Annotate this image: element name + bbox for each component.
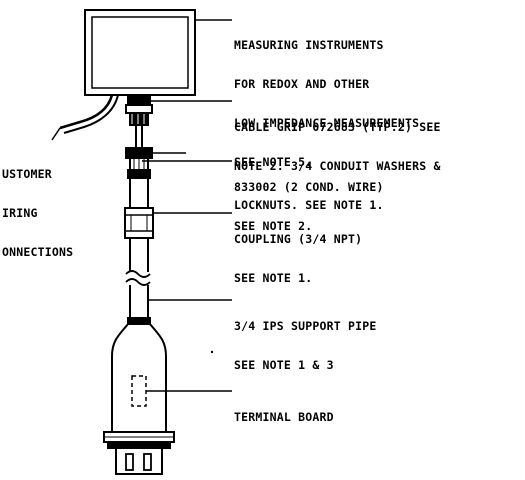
callout-line: LOW IMPEDANCE MEASUREMENTS [234, 116, 420, 130]
wire-callout: 833002 (2 COND. WIRE) SEE NOTE 2. [234, 155, 384, 259]
customer-wiring-cable-2 [63, 94, 119, 134]
callout-line: SEE NOTE 5. [234, 155, 313, 169]
sensor-body [111, 323, 167, 433]
callout-line: MEASURING INSTRUMENTS [234, 38, 384, 52]
pipe-break-lower [125, 278, 151, 286]
callout-line: CABLE GRIP 072683 (TYP.2) SEE [234, 120, 441, 134]
customer-wiring-callout: USTOMER IRING ONNECTIONS [2, 142, 73, 285]
sensor-tip [115, 447, 163, 475]
cable-grip-callout: CABLE GRIP 072683 (TYP.2) SEE NOTE 2. 3/… [234, 95, 441, 238]
instrument-box [84, 9, 196, 96]
coupling-callout: COUPLING (3/4 NPT) SEE NOTE 1. [234, 207, 362, 311]
callout-line: SEE NOTE 1. [234, 271, 313, 285]
upper-cable-grip [125, 94, 153, 126]
coupling [124, 207, 154, 239]
lower-cable-grip [125, 147, 153, 179]
callout-line: COUPLING (3/4 NPT) [234, 232, 363, 246]
callout-line: 833002 (2 COND. WIRE) [234, 180, 384, 194]
instruments-callout: MEASURING INSTRUMENTS FOR REDOX AND OTHE… [234, 13, 419, 195]
callout-line: LOCKNUTS. SEE NOTE 1. [234, 198, 384, 212]
leader-lines [142, 19, 232, 392]
callout-line: NOTE 2. 3/4 CONDUIT WASHERS & [234, 159, 441, 173]
callout-line: FOR REDOX AND OTHER [234, 77, 370, 91]
terminal-board-callout: TERMINAL BOARD [234, 385, 334, 450]
callout-line: TERMINAL BOARD [234, 410, 334, 424]
speck [210, 350, 214, 354]
callout-line: IRING [2, 206, 38, 220]
callout-line: SEE NOTE 2. [234, 219, 313, 233]
customer-wiring-leader [51, 127, 61, 141]
pipe-collar [127, 317, 151, 325]
electrode-right [143, 453, 152, 471]
callout-line: 3/4 IPS SUPPORT PIPE [234, 319, 377, 333]
terminal-board [131, 375, 147, 407]
callout-line: SEE NOTE 1 & 3 [234, 358, 334, 372]
instrument-box-inner [91, 16, 189, 89]
customer-wiring-cable [59, 94, 114, 130]
pipe-break-upper [125, 270, 151, 278]
support-pipe-callout: 3/4 IPS SUPPORT PIPE SEE NOTE 1 & 3 [234, 294, 376, 398]
callout-line: USTOMER [2, 167, 52, 181]
electrode-left [125, 453, 134, 471]
callout-line: ONNECTIONS [2, 245, 74, 259]
